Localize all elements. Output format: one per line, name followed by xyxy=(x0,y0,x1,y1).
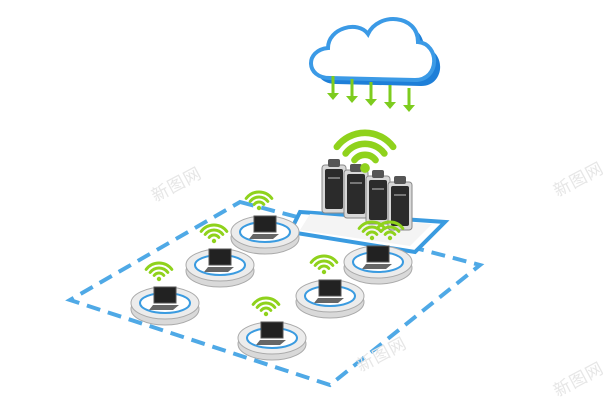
server-unit xyxy=(365,170,391,225)
server-unit xyxy=(321,159,347,214)
download-arrows xyxy=(327,76,415,112)
client-node xyxy=(185,223,255,288)
client-node xyxy=(343,220,413,285)
wifi-icon xyxy=(244,190,274,211)
wifi-icon xyxy=(309,254,339,275)
client-node xyxy=(295,254,365,319)
download-arrow xyxy=(346,79,358,103)
client-node xyxy=(230,190,300,255)
download-arrow xyxy=(403,88,415,112)
wifi-icon xyxy=(199,223,229,244)
download-arrow xyxy=(327,76,339,100)
download-arrow xyxy=(365,82,377,106)
wifi-icon xyxy=(357,220,387,241)
laptop-icon xyxy=(314,279,344,303)
laptop-icon xyxy=(362,245,392,269)
server-unit xyxy=(387,176,413,231)
wifi-icon xyxy=(144,261,174,282)
client-node xyxy=(237,296,307,361)
laptop-icon xyxy=(149,286,179,310)
laptop-icon xyxy=(249,215,279,239)
server-rack xyxy=(321,159,413,241)
wifi-icon xyxy=(333,129,397,173)
client-nodes xyxy=(130,190,413,361)
cloud-icon xyxy=(309,17,441,86)
laptop-icon xyxy=(256,321,286,345)
download-arrow xyxy=(384,85,396,109)
server-wifi-icon xyxy=(333,129,397,173)
wifi-icon xyxy=(375,220,405,241)
laptop-icon xyxy=(204,248,234,272)
client-node xyxy=(130,261,200,326)
wifi-icon xyxy=(251,296,281,317)
